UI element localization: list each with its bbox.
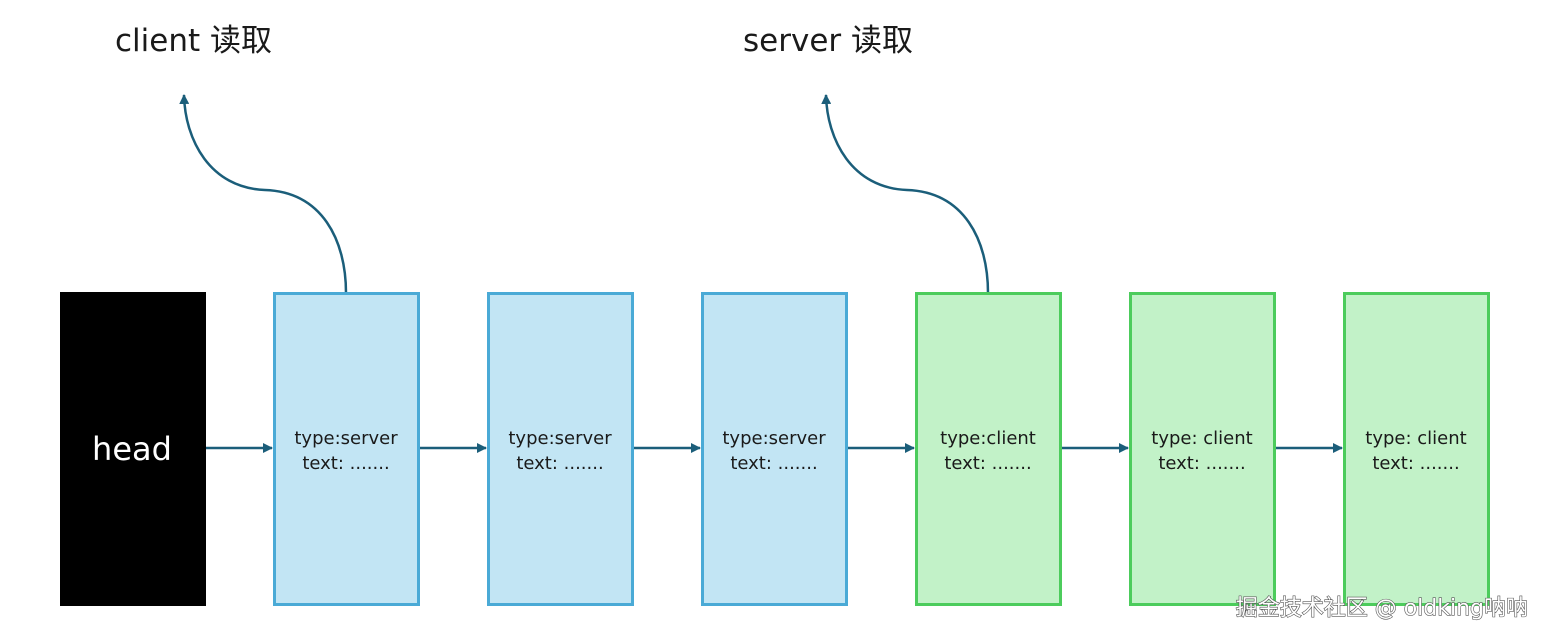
head-box <box>60 292 206 606</box>
node-content-text: text: ....... <box>944 453 1031 474</box>
node-box <box>915 292 1062 606</box>
list-node-server: type:server text: ....... <box>701 292 848 606</box>
node-type-text: type:server <box>722 428 826 449</box>
node-box <box>273 292 420 606</box>
list-node-server: type:server text: ....... <box>273 292 420 606</box>
watermark-text: 掘金技术社区 @ oldking呐呐 <box>1236 596 1528 621</box>
list-node-client: type: client text: ....... <box>1129 292 1276 606</box>
node-box <box>1129 292 1276 606</box>
node-type-text: type: client <box>1365 428 1466 449</box>
node-content-text: text: ....... <box>730 453 817 474</box>
node-content-text: text: ....... <box>516 453 603 474</box>
node-type-text: type:client <box>940 428 1036 449</box>
client-read-label: client 读取 <box>115 23 272 59</box>
head-node: head <box>60 292 206 606</box>
list-node-server: type:server text: ....... <box>487 292 634 606</box>
node-type-text: type:server <box>294 428 398 449</box>
list-node-client: type: client text: ....... <box>1343 292 1490 606</box>
server-read-label: server 读取 <box>743 23 913 59</box>
node-type-text: type:server <box>508 428 612 449</box>
node-box <box>701 292 848 606</box>
node-box <box>487 292 634 606</box>
node-type-text: type: client <box>1151 428 1252 449</box>
client-read-arrow <box>179 94 348 294</box>
node-content-text: text: ....... <box>302 453 389 474</box>
node-box <box>1343 292 1490 606</box>
node-content-text: text: ....... <box>1372 453 1459 474</box>
node-content-text: text: ....... <box>1158 453 1245 474</box>
head-label: head <box>92 430 172 468</box>
list-node-client: type:client text: ....... <box>915 292 1062 606</box>
server-read-arrow <box>821 94 990 294</box>
